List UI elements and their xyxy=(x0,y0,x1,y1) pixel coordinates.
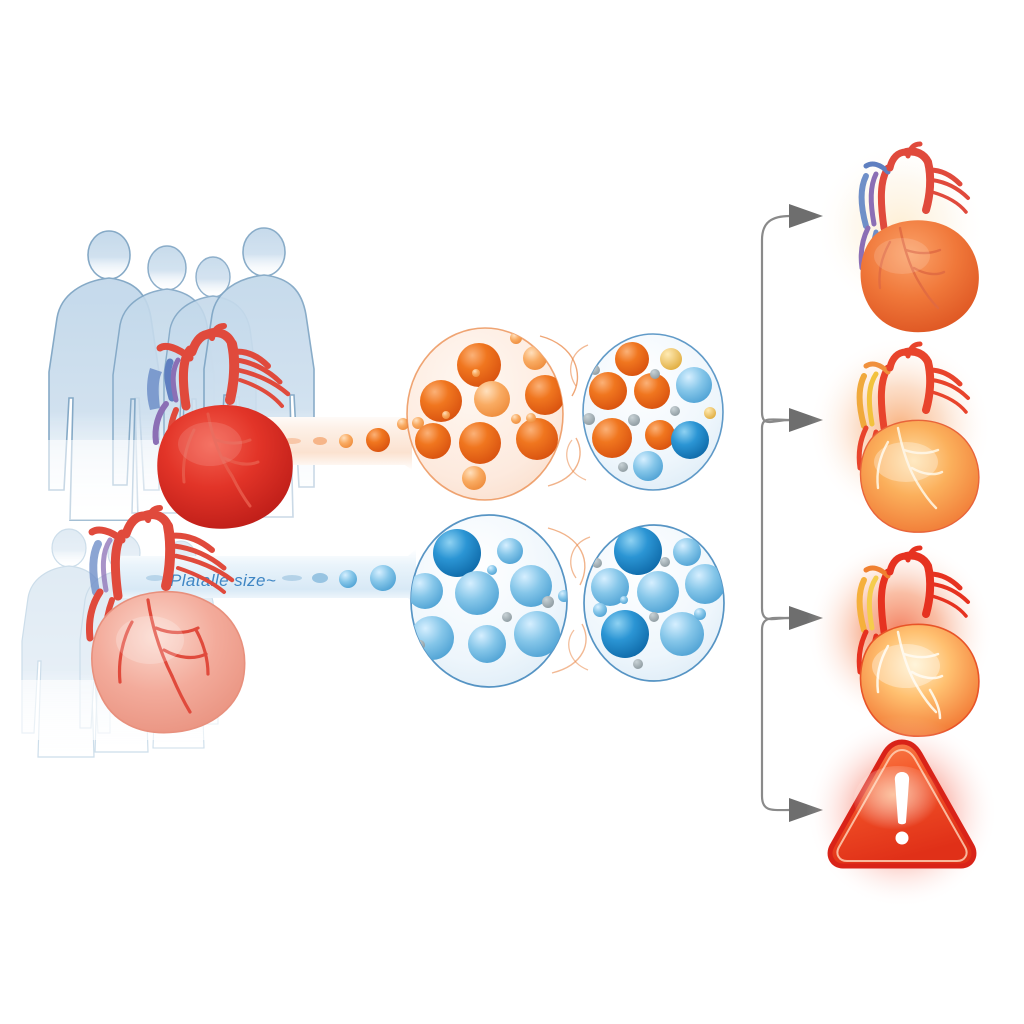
sample-tube-blue: Platalle size~ xyxy=(112,549,416,605)
coronary-arteries xyxy=(876,426,944,510)
vial-mixed-particles xyxy=(566,333,724,491)
coronary-arteries xyxy=(117,598,210,714)
arrow-outcome-4 xyxy=(789,798,823,822)
outcome-heart-severe xyxy=(806,538,994,737)
heart-pale xyxy=(86,505,246,734)
arrow-outcome-1 xyxy=(789,204,823,228)
heart-normal xyxy=(147,323,293,529)
vial-orange-particles xyxy=(406,327,581,501)
coronary-arteries xyxy=(182,412,260,508)
vial-blue-particles-left xyxy=(410,514,587,688)
heart-vessels xyxy=(856,341,970,477)
particle-group xyxy=(411,529,567,663)
coronary-arteries xyxy=(876,630,944,720)
particle-group xyxy=(583,342,716,481)
coronary-arteries xyxy=(878,226,946,310)
exclamation-dot xyxy=(895,831,909,845)
heart-vessels xyxy=(147,323,291,459)
outcome-heart-moderate xyxy=(808,336,992,533)
vial-blue-particles-right xyxy=(568,524,725,682)
bracket-connector xyxy=(760,204,823,822)
outcome-warning xyxy=(806,716,998,908)
outcome-heart-mild xyxy=(814,141,986,333)
heart-vessels xyxy=(856,545,970,681)
particle-group xyxy=(591,527,724,669)
arrow-outcome-2 xyxy=(789,408,823,432)
exclamation-glyph xyxy=(894,772,910,825)
arrow-outcome-3 xyxy=(789,606,823,630)
